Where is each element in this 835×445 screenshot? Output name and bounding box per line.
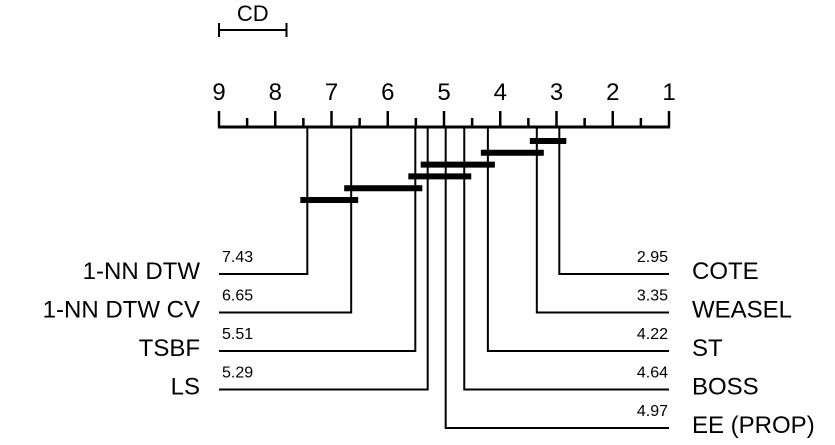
method-name: ST (692, 335, 723, 362)
method-line (558, 127, 669, 275)
tick-label: 5 (437, 79, 450, 106)
rank-value: 4.64 (637, 365, 668, 382)
method-name: LS (171, 374, 200, 401)
method-line (219, 127, 429, 391)
tick-label: 8 (269, 79, 282, 106)
tick-label: 6 (381, 79, 394, 106)
method-name: 1-NN DTW (83, 258, 201, 285)
rank-axis: 9 8 7 6 5 4 3 2 1 (212, 79, 676, 129)
method-name: TSBF (139, 335, 200, 362)
tick-label: 9 (212, 79, 225, 106)
method-line (486, 127, 669, 352)
method-name: BOSS (692, 374, 759, 401)
method-line (219, 127, 353, 314)
method-name: EE (PROP) (692, 412, 815, 439)
tick-label: 4 (494, 79, 507, 106)
rank-value: 6.65 (222, 288, 253, 305)
method-line (535, 127, 669, 314)
method-name: 1-NN DTW CV (43, 297, 200, 324)
rank-value: 5.29 (222, 365, 253, 382)
rank-value: 7.43 (222, 249, 253, 266)
tick-label: 2 (606, 79, 619, 106)
rank-value: 4.97 (637, 403, 668, 420)
tick-label: 1 (662, 79, 675, 106)
tick-label: 7 (325, 79, 338, 106)
method-name: COTE (692, 258, 759, 285)
clique-bars (300, 138, 567, 203)
cd-indicator: CD (218, 1, 288, 37)
cd-label: CD (237, 1, 269, 26)
method-line (219, 127, 309, 275)
tick-label: 3 (550, 79, 563, 106)
rank-value: 2.95 (637, 249, 668, 266)
method-line (219, 127, 417, 352)
rank-value: 3.35 (637, 288, 668, 305)
method-line (444, 127, 669, 429)
method-line (463, 127, 669, 391)
method-name: WEASEL (692, 297, 792, 324)
rank-value: 4.22 (637, 326, 668, 343)
rank-value: 5.51 (222, 326, 253, 343)
